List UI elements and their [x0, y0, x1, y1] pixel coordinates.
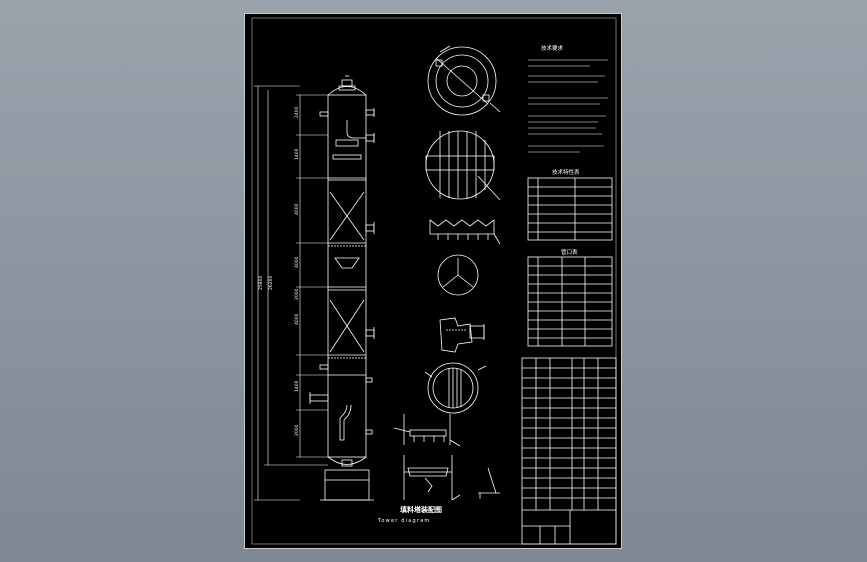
section-dim-2: 1400 — [294, 148, 300, 160]
support-grid-view — [425, 130, 501, 201]
nozzle-table-title: 管口表 — [561, 248, 578, 256]
spec-table-title: 技术特性表 — [552, 168, 580, 176]
tech-requirements-title: 技术要求 — [541, 44, 564, 52]
weld-detail — [478, 467, 500, 499]
section-dim-3: 4000 — [294, 203, 300, 215]
redistributor-section — [393, 414, 461, 447]
section-dim-7: 1400 — [294, 380, 300, 392]
parts-list — [521, 357, 617, 545]
section-dim-8: 2000 — [294, 424, 300, 436]
distributor-side-view — [429, 219, 501, 245]
drawing-subtitle: Tower diagram — [377, 518, 430, 524]
section-dim-5: 2000 — [294, 288, 300, 300]
overall-dim-1: 25800 — [258, 276, 264, 290]
dimension-lines — [254, 85, 328, 501]
overall-dim-2: 26200 — [268, 276, 274, 290]
tech-requirements — [528, 59, 608, 153]
nozzle-table — [527, 256, 613, 347]
drawing-sheet — [244, 13, 622, 549]
drawing-title: 填料塔装配图 — [400, 505, 442, 514]
bottom-support-detail — [403, 455, 461, 501]
section-dim-1: 2400 — [294, 106, 300, 118]
tower-column — [309, 75, 375, 501]
section-dim-4: 4000 — [294, 256, 300, 268]
section-dim-6: 4000 — [294, 313, 300, 325]
flange-detail — [439, 317, 485, 353]
spray-head-view — [437, 254, 479, 296]
distributor-plan-view — [427, 45, 501, 116]
manhole-view — [424, 362, 487, 414]
spec-table — [527, 177, 613, 241]
